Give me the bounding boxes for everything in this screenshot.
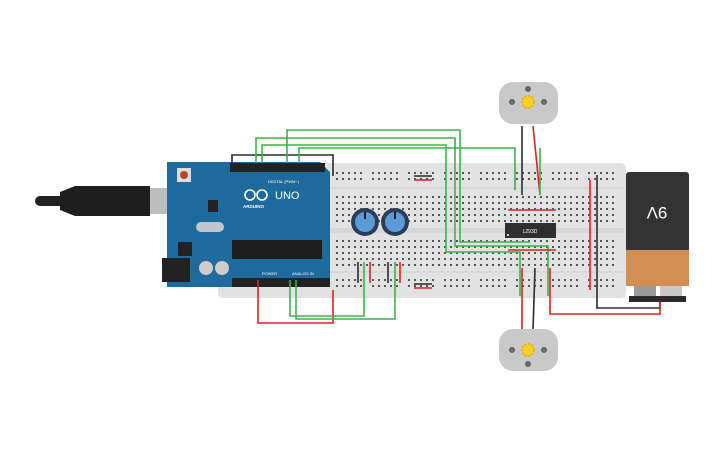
wire-green[interactable] (289, 262, 365, 317)
arduino-uno[interactable]: UNO ARDUINO DIGITAL (PWM~) POWER ANALOG … (162, 162, 330, 287)
potentiometer-1[interactable] (351, 208, 379, 236)
reset-button[interactable] (180, 171, 188, 179)
arduino-model: UNO (275, 190, 300, 202)
gear-icon (521, 343, 535, 357)
crystal (196, 222, 224, 232)
battery-label: 9V (646, 203, 667, 222)
breadboard-holes (336, 172, 614, 287)
potentiometer-2[interactable] (381, 208, 409, 236)
wire-black[interactable] (357, 262, 389, 283)
atmega-chip (232, 240, 322, 259)
wire-red[interactable] (508, 209, 556, 251)
wire-red[interactable] (532, 125, 541, 196)
wires (231, 125, 661, 331)
dc-motor-top[interactable] (499, 82, 558, 124)
wire-red[interactable] (257, 280, 334, 324)
chip-label: L293D (523, 229, 538, 235)
capacitor (215, 261, 229, 275)
l293d-chip[interactable]: L293D (505, 223, 556, 238)
digital-header (230, 163, 325, 172)
wire-red[interactable] (549, 268, 661, 315)
usb-cable[interactable] (35, 186, 170, 216)
regulator (178, 242, 192, 256)
capacitor (199, 261, 213, 275)
power-label: POWER (262, 271, 277, 276)
arduino-brand: ARDUINO (243, 204, 264, 209)
wire-red[interactable] (414, 179, 432, 289)
dc-motor-bottom[interactable] (499, 329, 558, 371)
arduino-logo-icon (244, 189, 268, 201)
wire-black[interactable] (532, 267, 536, 331)
wire-green[interactable] (255, 137, 549, 296)
wire-green[interactable] (295, 262, 396, 320)
digital-label: DIGITAL (PWM~) (268, 179, 300, 184)
battery-9v[interactable]: 9V (626, 172, 689, 302)
wire-green[interactable] (261, 144, 521, 296)
gear-icon (521, 95, 535, 109)
analog-label: ANALOG IN (292, 271, 314, 276)
smd-chip (208, 200, 218, 212)
wire-green[interactable] (298, 147, 516, 190)
power-jack (162, 258, 190, 282)
wire-red[interactable] (369, 262, 401, 283)
wire-black[interactable] (414, 175, 432, 285)
analog-power-header (232, 278, 330, 287)
wire-black[interactable] (231, 154, 334, 176)
wire-green[interactable] (286, 129, 530, 243)
